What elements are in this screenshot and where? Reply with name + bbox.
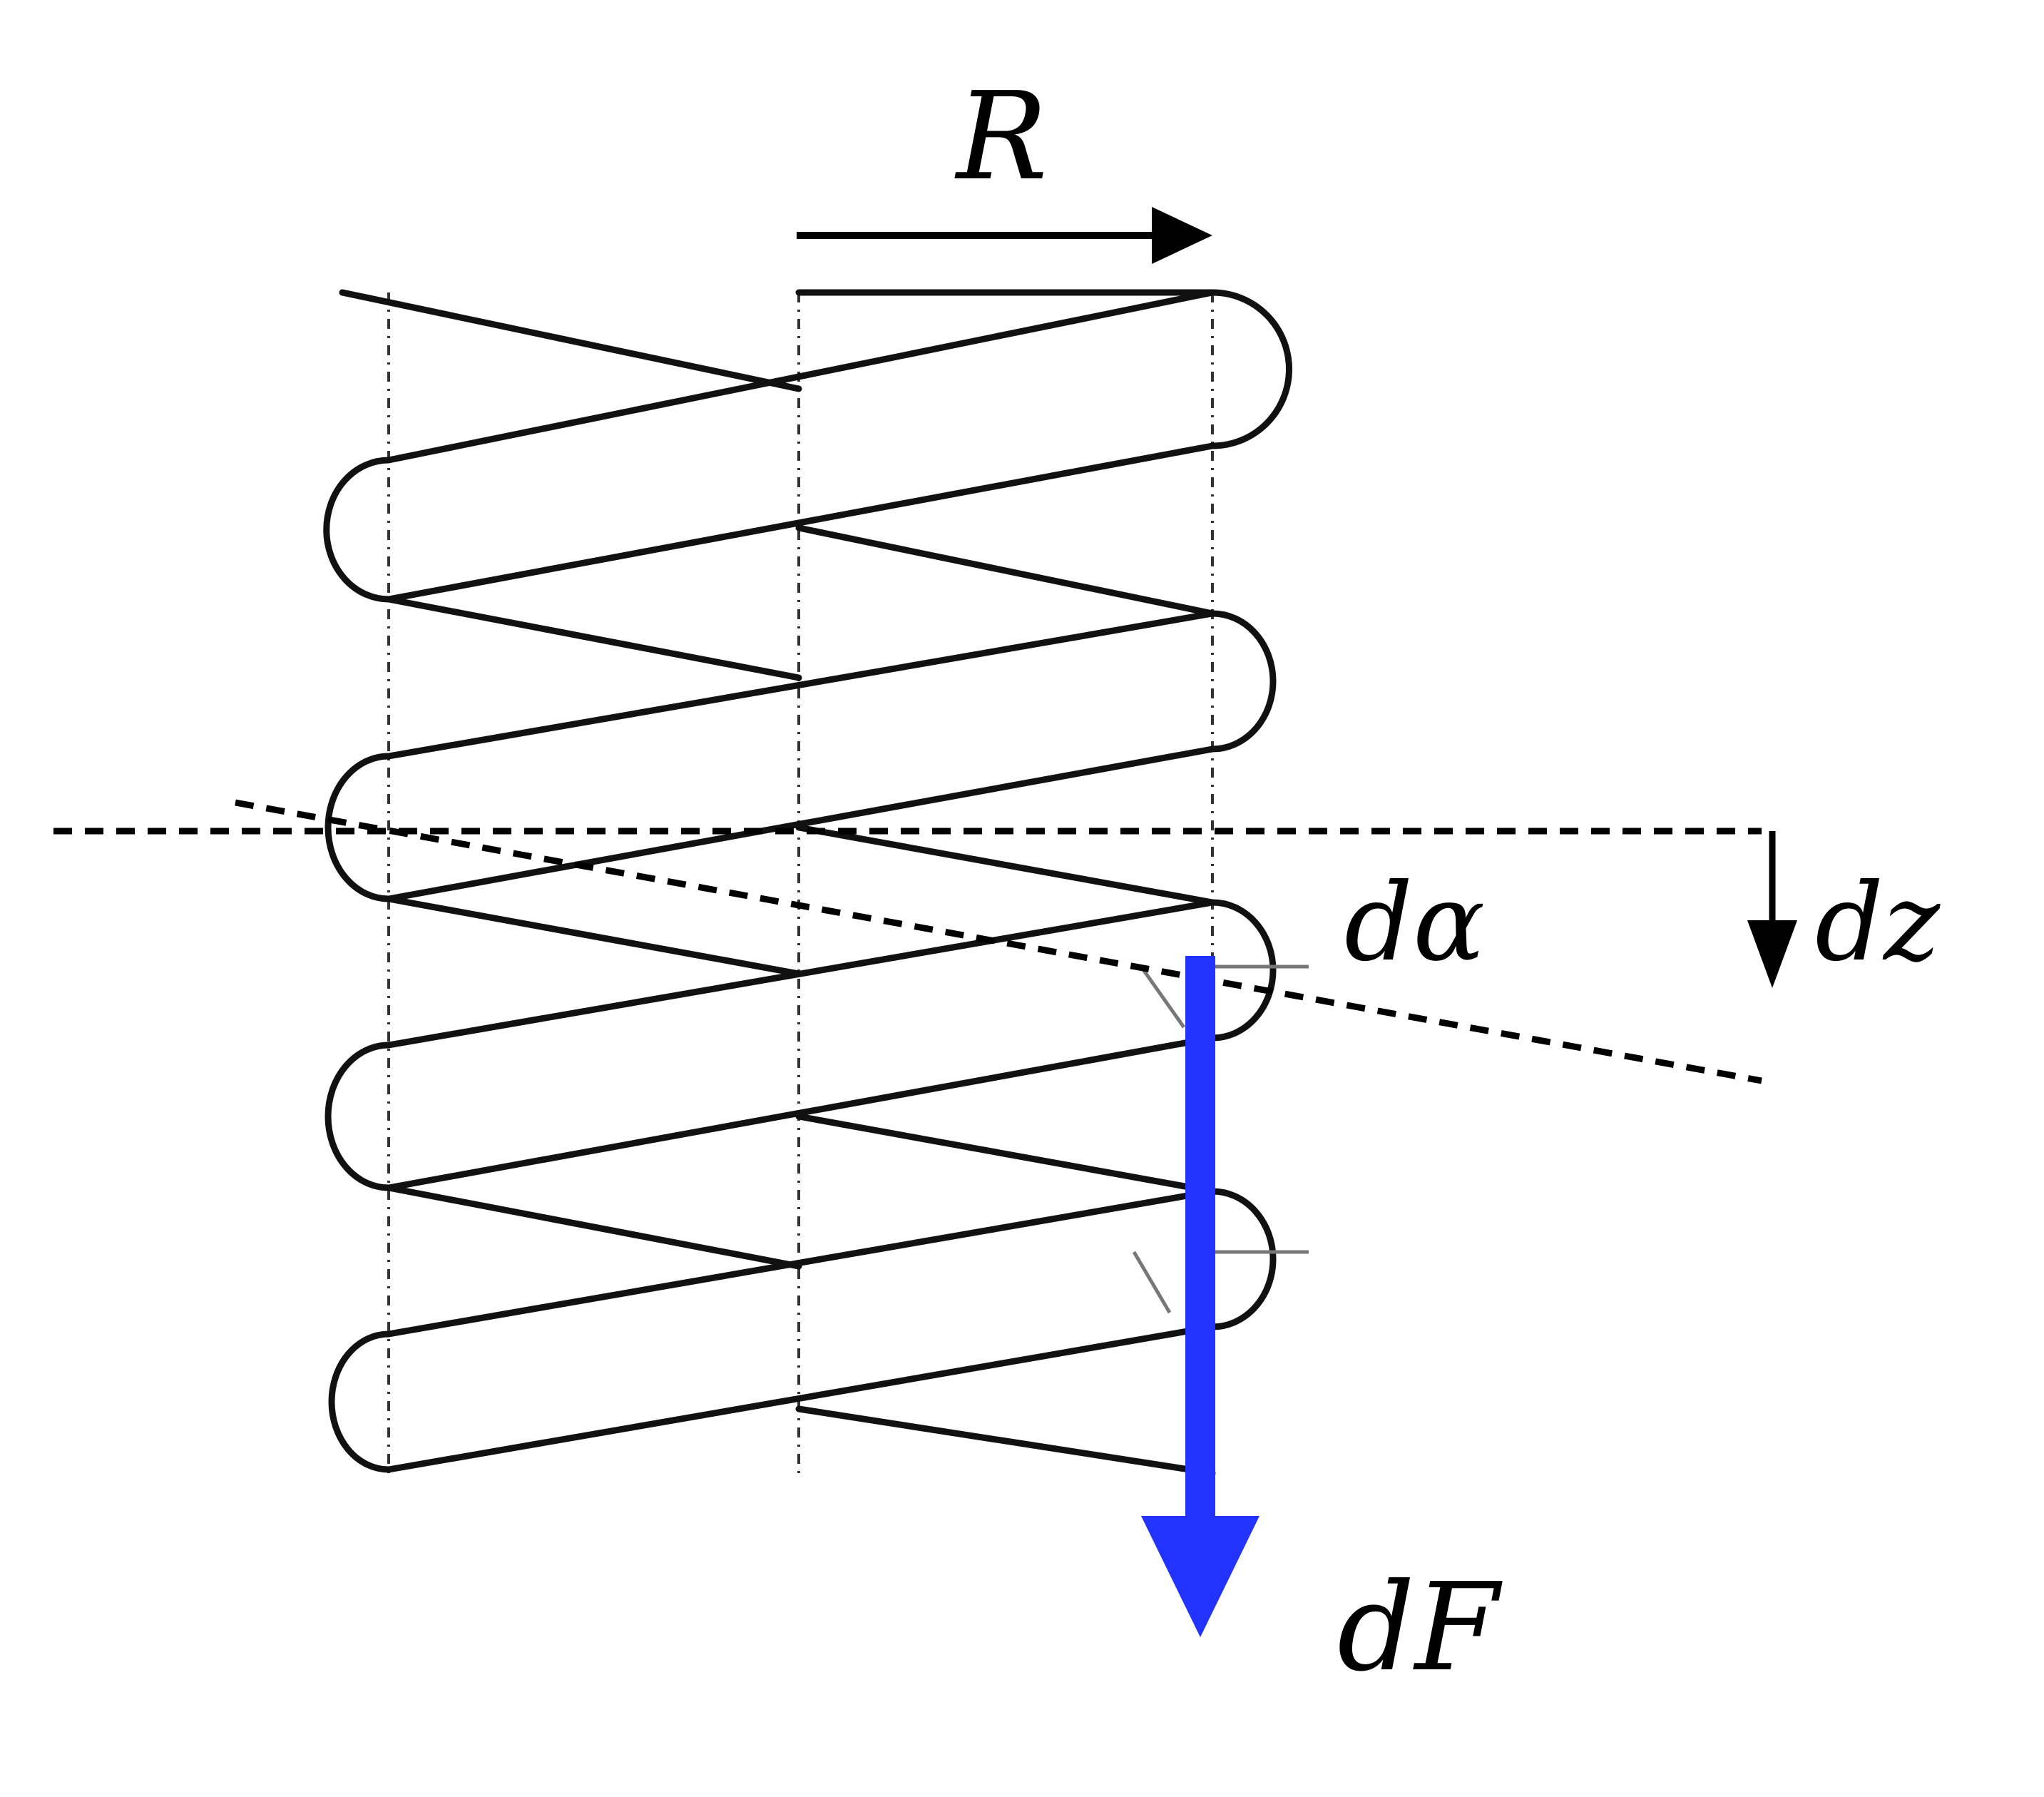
coil-front-segments [323, 289, 1292, 1473]
radius-label: R [954, 66, 1048, 208]
radius-arrow-head [1152, 207, 1212, 264]
force-arrow-head [1141, 1516, 1259, 1637]
spring-coil [323, 289, 1309, 1477]
force-label: dF [1337, 1557, 1503, 1699]
coil-turn-1 [323, 289, 1292, 603]
dz-arrow-head [1747, 920, 1797, 988]
coil-back-segments [339, 289, 1216, 1477]
coil-turn-3 [325, 899, 1277, 1191]
coil-turn-4-loop [328, 1330, 392, 1473]
force-arrow [1141, 956, 1259, 1637]
dalpha-label: dα [1344, 861, 1485, 985]
dz-arrow [1747, 831, 1797, 988]
dz-label: dz [1815, 861, 1941, 985]
force-arrow-shaft [1185, 956, 1215, 1527]
radius-arrow [797, 207, 1212, 264]
coil-turn-2 [325, 610, 1277, 902]
tilted-dashed-line [235, 799, 1762, 1084]
coil-turn-4 [385, 1188, 1277, 1473]
construction-marks [1132, 964, 1309, 1314]
